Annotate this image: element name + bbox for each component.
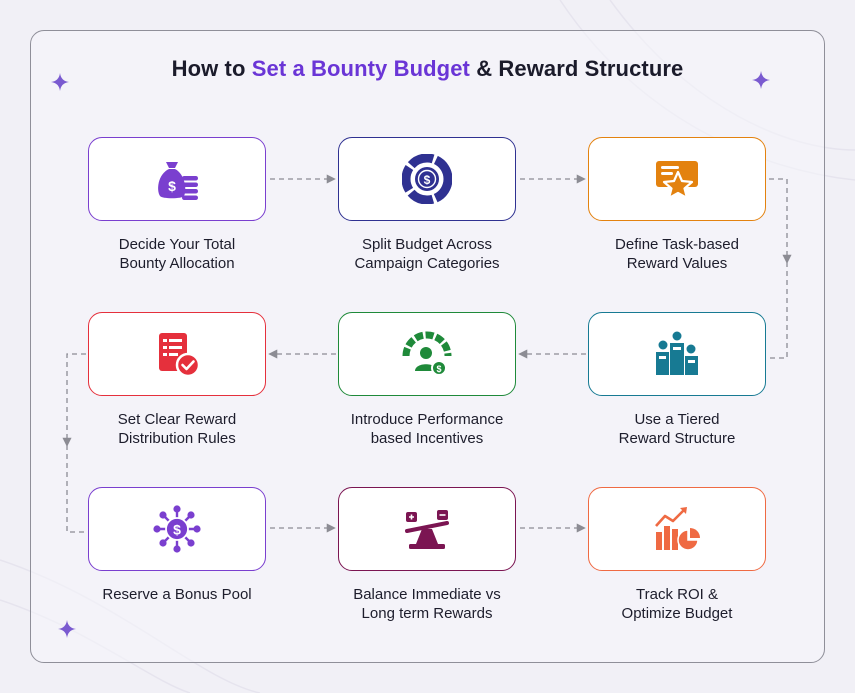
step-label: Balance Immediate vs Long term Rewards — [327, 585, 527, 623]
step-label-line: based Incentives — [370, 430, 484, 447]
step-label-line: Distribution Rules — [118, 430, 236, 447]
step-label-line: Define Task-based — [615, 236, 739, 253]
step-label: Set Clear Reward Distribution Rules — [77, 410, 277, 448]
title-suffix: & Reward Structure — [469, 56, 684, 81]
step-card-bonus-pool: $ — [88, 487, 266, 571]
step-label-line: Use a Tiered — [634, 411, 720, 428]
step-label-line: Set Clear Reward — [117, 411, 237, 428]
step-label-line: Reward Structure — [618, 430, 736, 447]
checklist-document-icon — [159, 333, 201, 378]
step-label: Reserve a Bonus Pool — [77, 585, 277, 604]
step-card-tiered-structure — [588, 312, 766, 396]
step-label-line: Track ROI & — [636, 586, 718, 603]
step-card-task-reward — [588, 137, 766, 221]
money-bag-icon: $ — [158, 162, 198, 200]
step-card-split-budget: $ — [338, 137, 516, 221]
performance-gauge-icon: $ — [402, 331, 452, 376]
title-highlight: Set a Bounty Budget — [251, 56, 470, 81]
step-label-line: Reward Values — [626, 255, 728, 272]
svg-text:$: $ — [168, 178, 176, 194]
step-label-line: Reserve a Bonus Pool — [102, 586, 252, 603]
sparkle-icon — [58, 620, 76, 638]
step-card-distribution-rules — [88, 312, 266, 396]
step-card-performance-incentives: $ — [338, 312, 516, 396]
step-label: Decide Your Total Bounty Allocation — [77, 235, 277, 273]
step-label-line: Campaign Categories — [354, 255, 500, 272]
page-title: How to Set a Bounty Budget & Reward Stru… — [0, 56, 855, 82]
step-card-balance-rewards — [338, 487, 516, 571]
svg-text:$: $ — [436, 364, 441, 374]
step-label-line: Balance Immediate vs — [353, 586, 501, 603]
step-label: Introduce Performance based Incentives — [327, 410, 527, 448]
reward-card-star-icon — [656, 161, 698, 200]
step-label-line: Split Budget Across — [361, 236, 493, 253]
step-label-line: Bounty Allocation — [119, 255, 235, 272]
svg-text:$: $ — [424, 173, 431, 187]
sparkle-icon — [51, 73, 69, 91]
step-label: Split Budget Across Campaign Categories — [327, 235, 527, 273]
sparkle-icon — [752, 71, 770, 89]
step-label-line: Optimize Budget — [621, 605, 733, 622]
step-label-line: Decide Your Total — [118, 236, 236, 253]
tiered-podium-icon — [656, 331, 698, 375]
step-label-line: Introduce Performance — [350, 411, 504, 428]
roi-chart-icon — [655, 507, 700, 551]
step-label: Use a Tiered Reward Structure — [577, 410, 777, 448]
step-card-total-allocation: $ — [88, 137, 266, 221]
balance-scale-icon — [405, 510, 449, 549]
step-label: Track ROI & Optimize Budget — [577, 585, 777, 623]
step-label-line: Long term Rewards — [361, 605, 493, 622]
pie-coin-icon: $ — [402, 154, 452, 204]
step-label: Define Task-based Reward Values — [577, 235, 777, 273]
title-prefix: How to — [171, 56, 252, 81]
step-card-track-roi — [588, 487, 766, 571]
svg-text:$: $ — [173, 522, 181, 538]
bonus-network-icon: $ — [153, 505, 201, 553]
